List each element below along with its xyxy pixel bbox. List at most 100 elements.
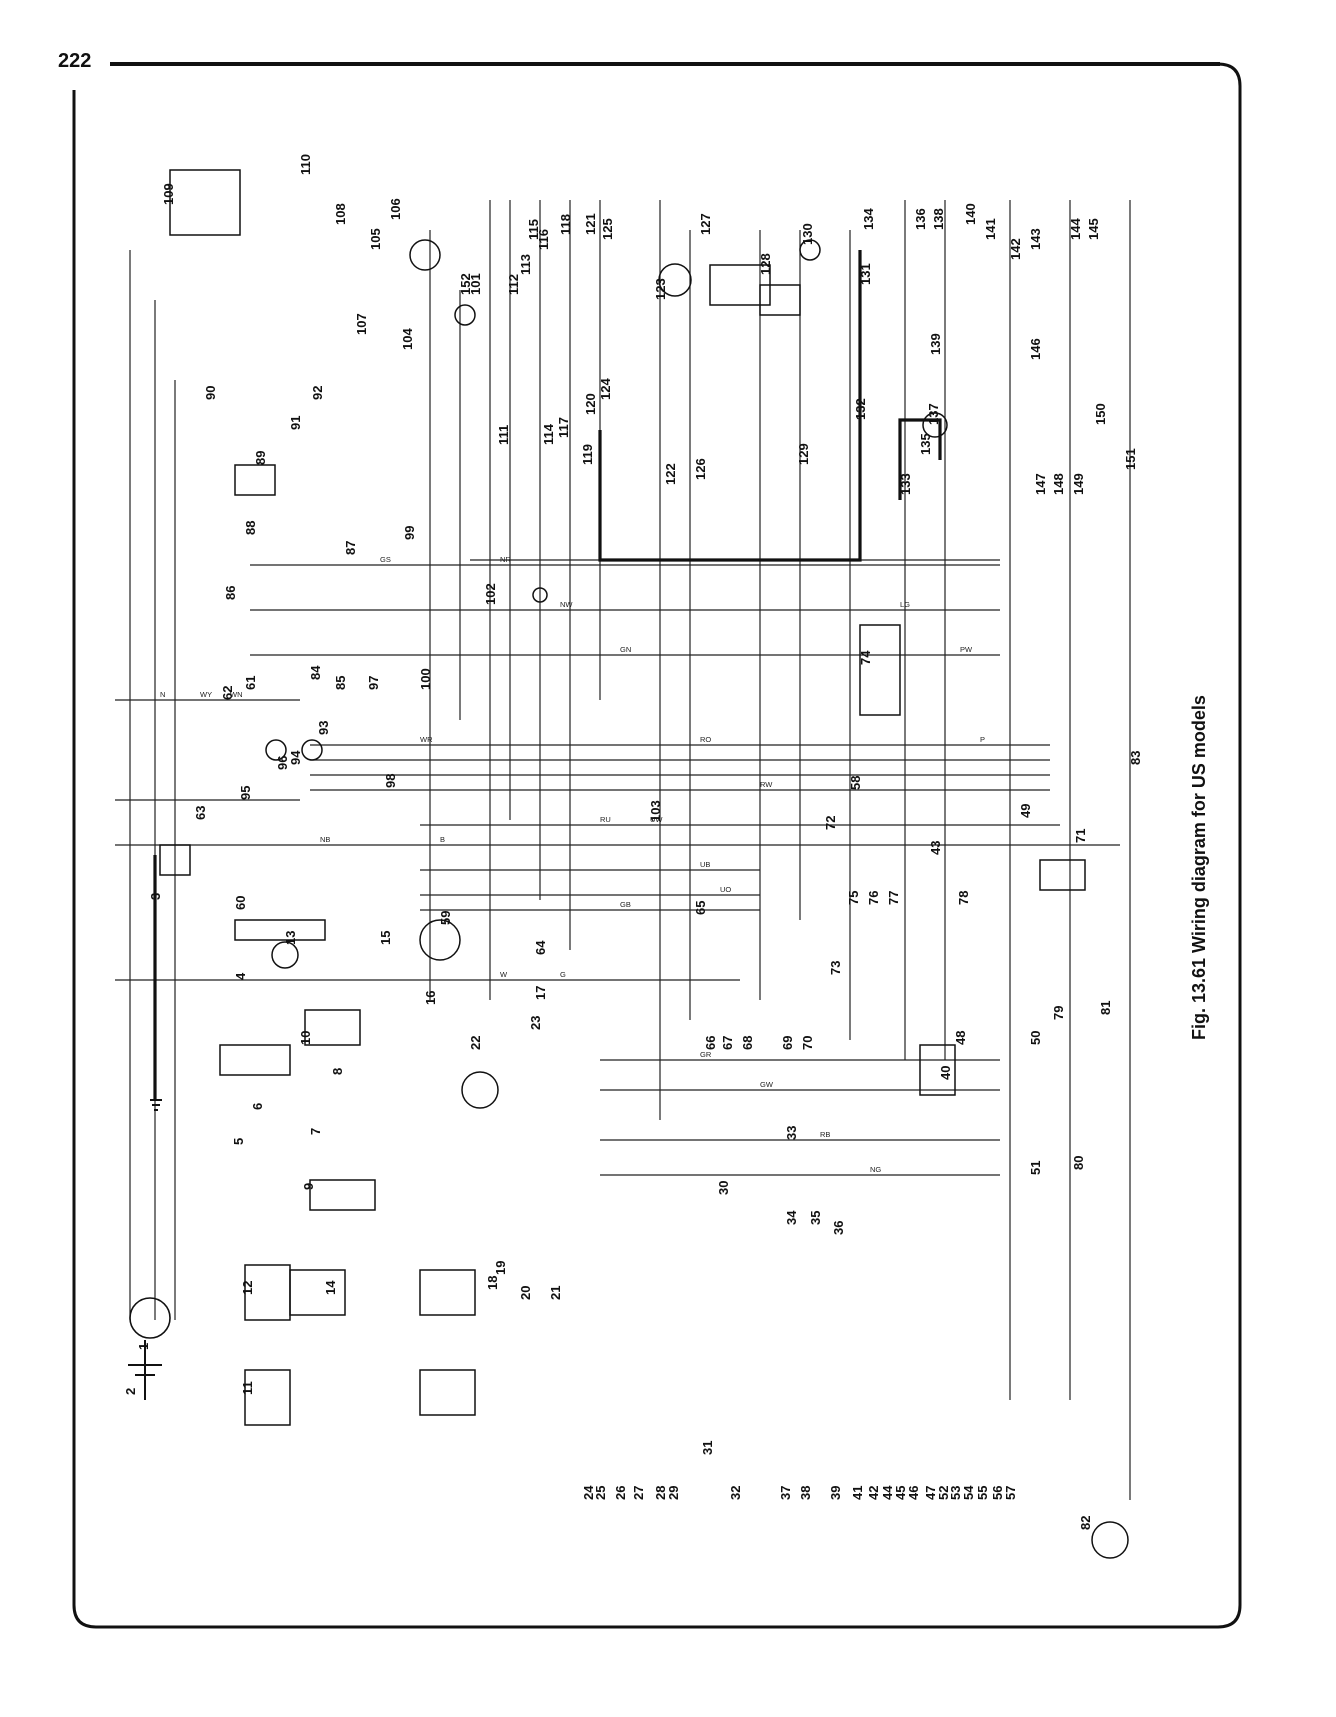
component-number-label: 58 (848, 776, 863, 790)
component-number-label: 105 (368, 228, 383, 250)
component-number-label: 143 (1028, 228, 1043, 250)
wire-code: P (980, 735, 985, 744)
component-number-label: 115 (526, 219, 541, 240)
component-number-label: 68 (740, 1036, 755, 1050)
component-number-label: 56 (990, 1486, 1005, 1500)
component-number-label: 123 (653, 278, 668, 300)
component-number-label: 139 (928, 333, 943, 355)
component-number-label: 70 (800, 1036, 815, 1050)
component-number-label: 135 (918, 433, 933, 455)
component-number-label: 17 (533, 986, 548, 1000)
component-number-label: 124 (598, 378, 613, 400)
component-number-label: 20 (518, 1286, 533, 1300)
component-number-label: 75 (846, 891, 861, 905)
component-number-label: 101 (468, 273, 483, 295)
wire-code: UW (650, 815, 663, 824)
component-number-label: 45 (893, 1486, 908, 1500)
component-number-label: 128 (758, 253, 773, 275)
wire-code: UO (720, 885, 731, 894)
wire-code: WR (420, 735, 433, 744)
component-number-label: 146 (1028, 338, 1043, 360)
component-number-label: 134 (861, 208, 876, 230)
wire-code: NG (870, 1165, 881, 1174)
component-number-label: 118 (558, 214, 573, 235)
component-number-label: 43 (928, 841, 943, 855)
component-number-label: 121 (583, 213, 598, 235)
component-number-label: 96 (275, 756, 290, 770)
component-number-label: 9 (301, 1183, 316, 1190)
component-number-label: 81 (1098, 1001, 1113, 1015)
component-number-label: 77 (886, 891, 901, 905)
wire-code: RO (700, 735, 711, 744)
component-number-label: 54 (961, 1485, 976, 1500)
component-number-label: 35 (808, 1211, 823, 1225)
wire-code: UB (700, 860, 710, 869)
component-number-label: 120 (583, 393, 598, 415)
component-number-label: 10 (298, 1031, 313, 1045)
component-number-label: 7 (308, 1128, 323, 1135)
component-number-label: 144 (1068, 218, 1083, 240)
component-number-label: 84 (308, 665, 323, 680)
component-number-label: 50 (1028, 1031, 1043, 1045)
component-number-label: 99 (402, 526, 417, 540)
component-number-label: 132 (853, 398, 868, 420)
component-number-label: 46 (906, 1486, 921, 1500)
component-number-label: 28 (653, 1486, 668, 1500)
component-number-label: 51 (1028, 1161, 1043, 1175)
wire-code: NB (320, 835, 330, 844)
component-number-label: 48 (953, 1031, 968, 1045)
component-number-label: 40 (938, 1066, 953, 1080)
figure-caption: Fig. 13.61 Wiring diagram for US models (1189, 695, 1209, 1040)
component-number-label: 125 (600, 218, 615, 240)
component-number-label: 23 (528, 1016, 543, 1030)
component-number-label: 149 (1071, 473, 1086, 495)
component-number-label: 80 (1071, 1156, 1086, 1170)
wire-code: G (560, 970, 566, 979)
component-number-label: 63 (193, 806, 208, 820)
component-number-label: 64 (533, 940, 548, 955)
heavy-cables (153, 250, 942, 1100)
component-number-label: 3 (148, 893, 163, 900)
wire-code: GB (620, 900, 631, 909)
wire-code: W (500, 970, 508, 979)
wire-rails (115, 559, 1120, 1176)
component-number-label: 117 (556, 417, 571, 438)
component-number-label: 21 (548, 1286, 563, 1300)
component-number-label: 112 (506, 274, 521, 295)
component-number-label: 91 (288, 416, 303, 430)
component-number-label: 150 (1093, 403, 1108, 425)
component-number-label: 110 (298, 154, 313, 175)
component-number-label: 55 (975, 1486, 990, 1500)
page-number: 222 (58, 50, 92, 72)
component-number-label: 130 (800, 223, 815, 245)
component-number-label: 27 (631, 1486, 646, 1500)
component-number-label: 1 (136, 1343, 151, 1350)
component-number-label: 34 (784, 1210, 799, 1225)
component-number-label: 30 (716, 1181, 731, 1195)
component-number-label: 100 (418, 668, 433, 690)
component-number-label: 74 (858, 650, 873, 665)
component-number-label: 109 (161, 183, 176, 205)
wire-code: GR (700, 1050, 712, 1059)
wire-code: LG (900, 600, 910, 609)
component-number-label: 53 (948, 1486, 963, 1500)
component-number-label: 24 (581, 1485, 596, 1500)
component-number-label: 92 (310, 386, 325, 400)
component-number-label: 6 (250, 1103, 265, 1110)
component-number-label: 44 (880, 1485, 895, 1500)
component-number-label: 133 (898, 473, 913, 495)
component-number-label: 66 (703, 1036, 718, 1050)
component-number-label: 126 (693, 458, 708, 480)
component-number-label: 14 (323, 1280, 338, 1295)
component-number-label: 90 (203, 386, 218, 400)
component-number-label: 82 (1078, 1516, 1093, 1530)
wire-code: NW (560, 600, 573, 609)
component-number-label: 138 (931, 208, 946, 230)
earth-ground-icon (150, 1099, 162, 1111)
component-number-label: 47 (923, 1486, 938, 1500)
component-number-label: 136 (913, 208, 928, 230)
component-number-label: 148 (1051, 473, 1066, 495)
wire-code: WY (200, 690, 212, 699)
wire-code: N (160, 690, 165, 699)
